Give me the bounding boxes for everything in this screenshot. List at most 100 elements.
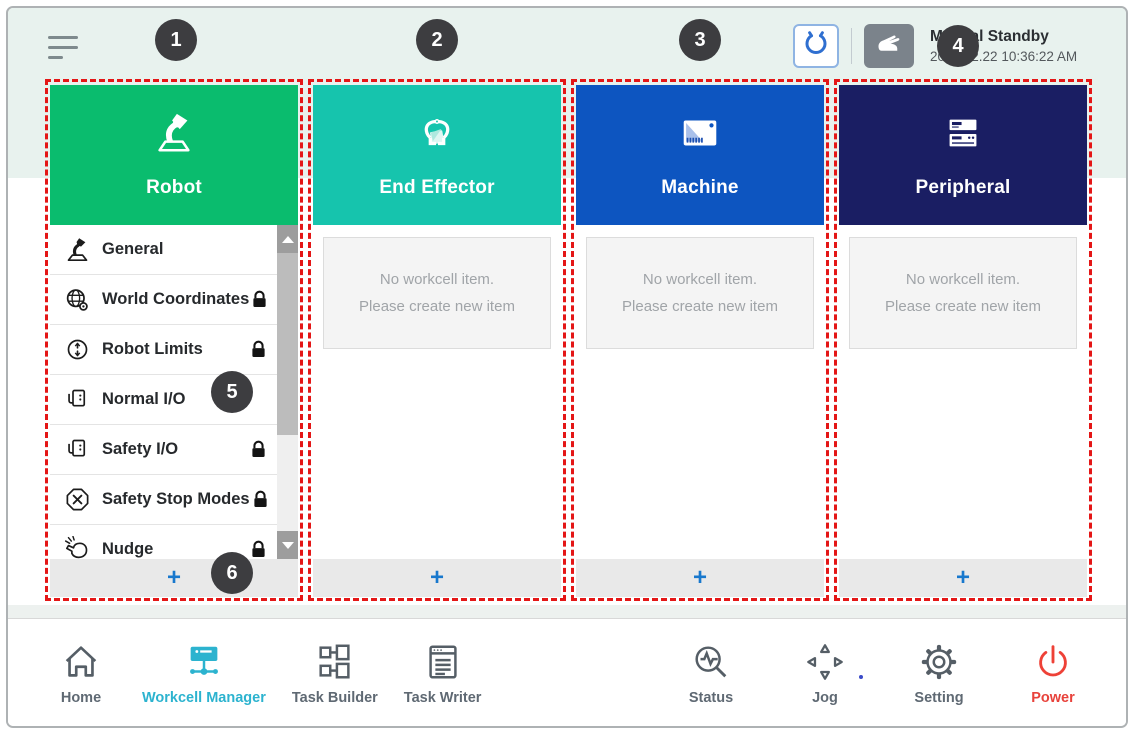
task-builder-icon — [314, 639, 356, 683]
robot-list-scrollbar[interactable] — [277, 225, 298, 559]
end-effector-add-button[interactable]: + — [313, 559, 561, 597]
machine-add-button[interactable]: + — [576, 559, 824, 597]
nudge-hand-icon — [60, 535, 94, 560]
nav-item-workcell-manager[interactable]: Workcell Manager — [142, 639, 266, 706]
lock-icon — [250, 490, 270, 509]
callout-badge-3: 3 — [679, 19, 721, 61]
plus-icon: + — [429, 564, 444, 591]
empty-message-line1: No workcell item. — [379, 271, 495, 288]
callout-badge-6: 6 — [211, 552, 253, 594]
nav-label: Task Writer — [403, 690, 482, 706]
gripper-servo-icon — [801, 29, 831, 64]
workcell-manager-icon — [183, 639, 225, 683]
scrollbar-thumb[interactable] — [277, 253, 298, 435]
home-icon — [60, 639, 102, 683]
scroll-up-button[interactable] — [277, 225, 298, 253]
column-machine: Machine No workcell item. Please create … — [571, 79, 829, 601]
app-window: Manual Standby 2022.12.22 10:36:22 AM Ro… — [6, 6, 1128, 728]
empty-message-line2: Please create new item — [359, 298, 515, 315]
robot-item-nudge[interactable]: Nudge — [50, 525, 298, 559]
setting-gear-icon — [918, 639, 960, 683]
nav-label: Home — [60, 690, 102, 706]
column-title: Machine — [661, 177, 739, 198]
robot-item-general[interactable]: General — [50, 225, 298, 275]
peripheral-header-card[interactable]: Peripheral — [839, 85, 1087, 225]
column-end-effector: End Effector No workcell item. Please cr… — [308, 79, 566, 601]
machine-icon — [677, 109, 723, 157]
empty-message-line1: No workcell item. — [642, 271, 758, 288]
status-monitor-icon — [690, 639, 732, 683]
topbar-controls: Manual Standby 2022.12.22 10:36:22 AM — [793, 24, 1098, 68]
cursor-dot — [859, 675, 863, 679]
plus-icon: + — [692, 564, 707, 591]
nav-label: Workcell Manager — [142, 690, 266, 706]
end-effector-header-card[interactable]: End Effector — [313, 85, 561, 225]
nav-label: Task Builder — [291, 690, 378, 706]
item-label: Safety Stop Modes — [102, 490, 250, 508]
hand-guide-button[interactable] — [864, 24, 914, 68]
lock-icon — [249, 290, 269, 309]
jog-dpad-icon — [804, 639, 846, 683]
io-card-icon — [60, 385, 94, 415]
gripper-icon — [414, 109, 460, 157]
nav-left-group: Home Workcell Manager — [46, 639, 481, 706]
machine-header-card[interactable]: Machine — [576, 85, 824, 225]
globe-icon — [60, 285, 94, 315]
callout-badge-1: 1 — [155, 19, 197, 61]
hand-guide-icon — [873, 29, 905, 64]
nav-item-jog[interactable]: Jog — [790, 639, 860, 706]
column-title: End Effector — [379, 177, 495, 198]
column-title: Robot — [146, 177, 202, 198]
robot-header-card[interactable]: Robot — [50, 85, 298, 225]
callout-badge-4: 4 — [937, 25, 979, 67]
bottom-background-strip — [8, 605, 1126, 619]
nav-item-task-builder[interactable]: Task Builder — [292, 639, 378, 706]
peripheral-icon — [940, 109, 986, 157]
nav-label: Power — [1031, 690, 1075, 706]
nav-item-setting[interactable]: Setting — [904, 639, 974, 706]
triangle-down-icon — [281, 541, 294, 549]
nav-item-home[interactable]: Home — [46, 639, 116, 706]
nav-item-task-writer[interactable]: Task Writer — [403, 639, 482, 706]
item-label: World Coordinates — [102, 290, 250, 308]
robot-arm-icon — [151, 109, 197, 157]
robot-item-robot-limits[interactable]: Robot Limits — [50, 325, 298, 375]
lock-icon — [248, 540, 268, 559]
nav-label: Jog — [812, 690, 838, 706]
nav-item-status[interactable]: Status — [676, 639, 746, 706]
robot-add-button[interactable]: + — [50, 559, 298, 597]
lock-icon — [248, 340, 268, 359]
robot-item-world-coordinates[interactable]: World Coordinates — [50, 275, 298, 325]
limits-circle-icon — [60, 335, 94, 365]
topbar-divider — [851, 28, 852, 64]
nav-right-group: Status Jog — [676, 639, 1088, 706]
empty-message-line2: Please create new item — [622, 298, 778, 315]
robot-settings-list: General World Coordinates — [50, 225, 298, 559]
bottom-navigation-bar: Home Workcell Manager — [8, 618, 1126, 726]
machine-empty-state: No workcell item. Please create new item — [586, 237, 814, 349]
robot-item-safety-stop-modes[interactable]: Safety Stop Modes — [50, 475, 298, 525]
robot-arm-icon — [60, 235, 94, 265]
item-label: Normal I/O — [102, 390, 186, 408]
menu-hamburger-icon[interactable] — [48, 36, 82, 66]
plus-icon: + — [955, 564, 970, 591]
callout-badge-5: 5 — [211, 371, 253, 413]
plus-icon: + — [166, 564, 181, 591]
scroll-down-button[interactable] — [277, 531, 298, 559]
triangle-up-icon — [281, 235, 294, 243]
peripheral-add-button[interactable]: + — [839, 559, 1087, 597]
scrollbar-track[interactable] — [277, 435, 298, 531]
peripheral-empty-state: No workcell item. Please create new item — [849, 237, 1077, 349]
nav-item-power[interactable]: Power — [1018, 639, 1088, 706]
servo-gripper-button[interactable] — [793, 24, 839, 68]
item-label: Nudge — [102, 540, 154, 558]
robot-item-safety-io[interactable]: Safety I/O — [50, 425, 298, 475]
workcell-columns: Robot General — [45, 79, 1092, 601]
io-card-icon — [60, 435, 94, 465]
empty-message-line2: Please create new item — [885, 298, 1041, 315]
lock-icon — [248, 440, 268, 459]
task-writer-icon — [422, 639, 464, 683]
item-label: Robot Limits — [102, 340, 203, 358]
robot-item-normal-io[interactable]: Normal I/O — [50, 375, 298, 425]
column-robot: Robot General — [45, 79, 303, 601]
